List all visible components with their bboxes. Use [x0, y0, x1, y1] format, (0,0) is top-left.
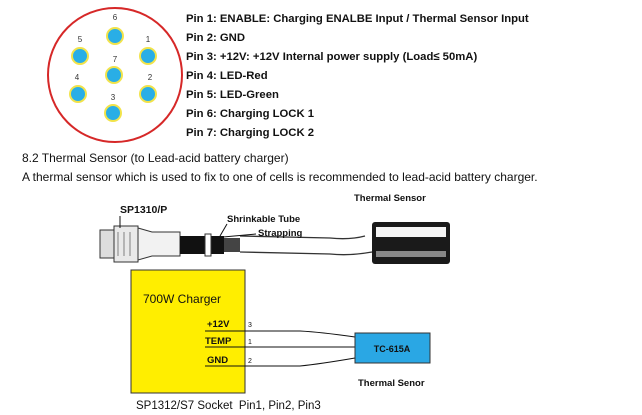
pin-2-number: 2 [148, 73, 153, 82]
pin-7-number: 7 [113, 55, 118, 64]
wire-12v [245, 330, 356, 338]
pin-4-contact [69, 85, 87, 103]
pin-7-description: Pin 7: Charging LOCK 2 [186, 127, 315, 139]
pin-4-number: 4 [75, 73, 80, 82]
pin-7-contact [105, 66, 123, 84]
terminal-12v-pin: 3 [248, 322, 252, 329]
pin-description-list: Pin 1: ENABLE: Charging ENALBE Input / T… [186, 10, 529, 143]
pin-5-contact [71, 47, 89, 65]
pin-5-description: Pin 5: LED-Green [186, 89, 279, 101]
pin-3-contact [104, 104, 122, 122]
shrinkable-tube [180, 236, 224, 254]
socket-label: SP1312/S7 Socket Pin1, Pin2, Pin3 [136, 400, 321, 412]
wire-gnd [245, 357, 356, 367]
strapping [204, 233, 212, 257]
section-description: A thermal sensor which is used to fix to… [22, 170, 538, 184]
pin-5-number: 5 [78, 35, 83, 44]
cable-sleeve [224, 238, 240, 252]
strapping-label: Strapping [258, 228, 303, 239]
charger-label: 700W Charger [143, 292, 221, 306]
strapping-leader-line [211, 233, 257, 239]
terminal-12v-label: +12V [207, 319, 230, 330]
terminal-gnd-pin: 2 [248, 358, 252, 365]
pin-6-contact [106, 27, 124, 45]
pin-6-description: Pin 6: Charging LOCK 1 [186, 108, 315, 120]
terminal-temp-pin: 1 [248, 339, 252, 346]
tc-615a-box [354, 332, 431, 364]
connector-pinout-diagram: 6 5 1 7 4 2 3 [47, 7, 183, 143]
sensor-cable [239, 235, 366, 240]
terminal-temp-label: TEMP [205, 336, 232, 347]
pin-2-contact [139, 85, 157, 103]
terminal-gnd-label: GND [207, 355, 228, 366]
tube-leader-line [219, 223, 228, 237]
tc-615a-label: TC-615A [374, 344, 411, 354]
pin-3-number: 3 [111, 93, 116, 102]
pin-2-description: Pin 2: GND [186, 32, 245, 44]
thermal-sensor-bottom-label: Thermal Senor [358, 378, 425, 389]
pin-1-contact [139, 47, 157, 65]
pin-1-number: 1 [146, 35, 151, 44]
pin-3-description: Pin 3: +12V: +12V Internal power supply … [186, 51, 478, 63]
sensor-cable-lower [239, 251, 373, 256]
pin-6-number: 6 [113, 13, 118, 22]
thermal-sensor-block [372, 222, 450, 264]
plug-connector [99, 225, 181, 263]
pin-1-description: Pin 1: ENABLE: Charging ENALBE Input / T… [186, 13, 529, 25]
plug-label: SP1310/P [120, 204, 167, 216]
section-title: 8.2 Thermal Sensor (to Lead-acid battery… [22, 151, 289, 165]
thermal-sensor-top-label: Thermal Sensor [354, 193, 426, 204]
pin-4-description: Pin 4: LED-Red [186, 70, 268, 82]
shrinkable-tube-label: Shrinkable Tube [227, 214, 300, 225]
